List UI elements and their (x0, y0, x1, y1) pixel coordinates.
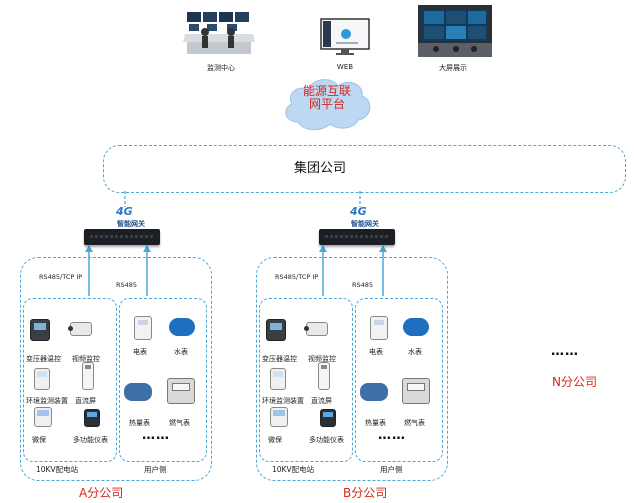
branch-b-userside-label: 用户侧 (380, 465, 403, 474)
branch-a-device-r3: 燃气表 (169, 419, 190, 427)
branch-a-device-5: 多功能仪表 (73, 436, 108, 444)
branch-b-name: B分公司 (343, 486, 388, 500)
branch-b-device-4: 微保 (268, 436, 282, 444)
branch-a-device-r0: 电表 (133, 348, 147, 356)
gas-meter-icon (402, 378, 430, 404)
branch-a-rs485tcp-label: RS485/TCP IP (39, 273, 83, 281)
web-monitor-image (320, 18, 370, 56)
gateway-a-4g-tag: 4G (116, 205, 133, 218)
arrow-b-rs485-head (379, 245, 387, 252)
electric-meter-icon (134, 316, 152, 340)
branch-b-substation-box (259, 298, 353, 462)
branch-a-device-r2: 热量表 (129, 419, 150, 427)
branch-b-rs485-label: RS485 (352, 281, 374, 289)
branch-b-device-5: 多功能仪表 (309, 436, 344, 444)
cloud-text-line2: 网平台 (308, 97, 345, 111)
arrow-b-rs485tcp-head (319, 245, 327, 252)
branch-a-device-2: 环境监测装置 (26, 397, 68, 405)
cloud-shape (278, 74, 376, 132)
group-company-box (103, 145, 626, 193)
branch-a-device-1: 视频监控 (72, 355, 100, 363)
branch-b-device-3: 直流屏 (311, 397, 332, 405)
branch-a-userside-box (119, 298, 207, 462)
branch-b-device-2: 环境监测装置 (262, 397, 304, 405)
branch-a-more: …… (142, 428, 170, 443)
dc-panel-icon (82, 362, 94, 390)
arrow-a-rs485-head (143, 245, 151, 252)
arrow-a-rs485tcp-head (85, 245, 93, 252)
cloud-text: 能源互联 网平台 (294, 85, 360, 111)
gas-meter-icon (167, 378, 195, 404)
heat-meter-icon (360, 383, 388, 401)
branch-a-substation-label: 10KV配电站 (36, 465, 79, 474)
branch-b-rs485tcp-label: RS485/TCP IP (275, 273, 319, 281)
micro-protection-icon (34, 407, 52, 427)
big-screen-label: 大屏展示 (439, 64, 467, 72)
branch-a-rs485-label: RS485 (116, 281, 138, 289)
branch-b-substation-label: 10KV配电站 (272, 465, 315, 474)
env-monitor-icon (34, 368, 50, 390)
env-monitor-icon (270, 368, 286, 390)
gateway-a-device (84, 229, 160, 245)
branch-b-device-r3: 燃气表 (404, 419, 425, 427)
heat-meter-icon (124, 383, 152, 401)
branch-a-device-4: 微保 (32, 436, 46, 444)
electric-meter-icon (370, 316, 388, 340)
branch-b-device-r0: 电表 (369, 348, 383, 356)
gateway-b-device (319, 229, 395, 245)
water-meter-icon (169, 318, 195, 336)
gateway-a-label: 智能网关 (117, 220, 145, 228)
monitor-center-label: 监测中心 (207, 64, 235, 72)
branch-a-name: A分公司 (79, 486, 124, 500)
dc-panel-icon (318, 362, 330, 390)
web-label: WEB (336, 63, 354, 71)
gateway-b-4g-tag: 4G (350, 205, 367, 218)
monitor-center-image (183, 10, 257, 56)
big-screen-image (418, 5, 492, 57)
branch-b-device-r2: 热量表 (365, 419, 386, 427)
micro-protection-icon (270, 407, 288, 427)
multifunction-meter-icon (84, 409, 100, 427)
gateway-b-label: 智能网关 (351, 220, 379, 228)
branch-a-device-3: 直流屏 (75, 397, 96, 405)
transformer-temp-icon (266, 319, 286, 341)
branch-b-more: …… (378, 428, 406, 443)
branch-b-userside-box (355, 298, 443, 462)
branch-b-device-r1: 水表 (408, 348, 422, 356)
branch-b-box (256, 257, 448, 481)
group-company-label: 集团公司 (293, 161, 346, 176)
video-camera-icon (68, 322, 92, 336)
branch-a-userside-label: 用户侧 (144, 465, 167, 474)
cloud-text-line1: 能源互联 (302, 84, 351, 98)
water-meter-icon (403, 318, 429, 336)
branch-a-box (20, 257, 212, 481)
n-branch-dots: …… (551, 344, 579, 359)
branch-b-device-1: 视频监控 (308, 355, 336, 363)
n-branch-name: N分公司 (552, 375, 597, 389)
branch-a-substation-box (23, 298, 117, 462)
branch-a-device-r1: 水表 (174, 348, 188, 356)
branch-b-device-0: 变压器温控 (262, 355, 297, 363)
transformer-temp-icon (30, 319, 50, 341)
video-camera-icon (304, 322, 328, 336)
multifunction-meter-icon (320, 409, 336, 427)
branch-a-device-0: 变压器温控 (26, 355, 61, 363)
